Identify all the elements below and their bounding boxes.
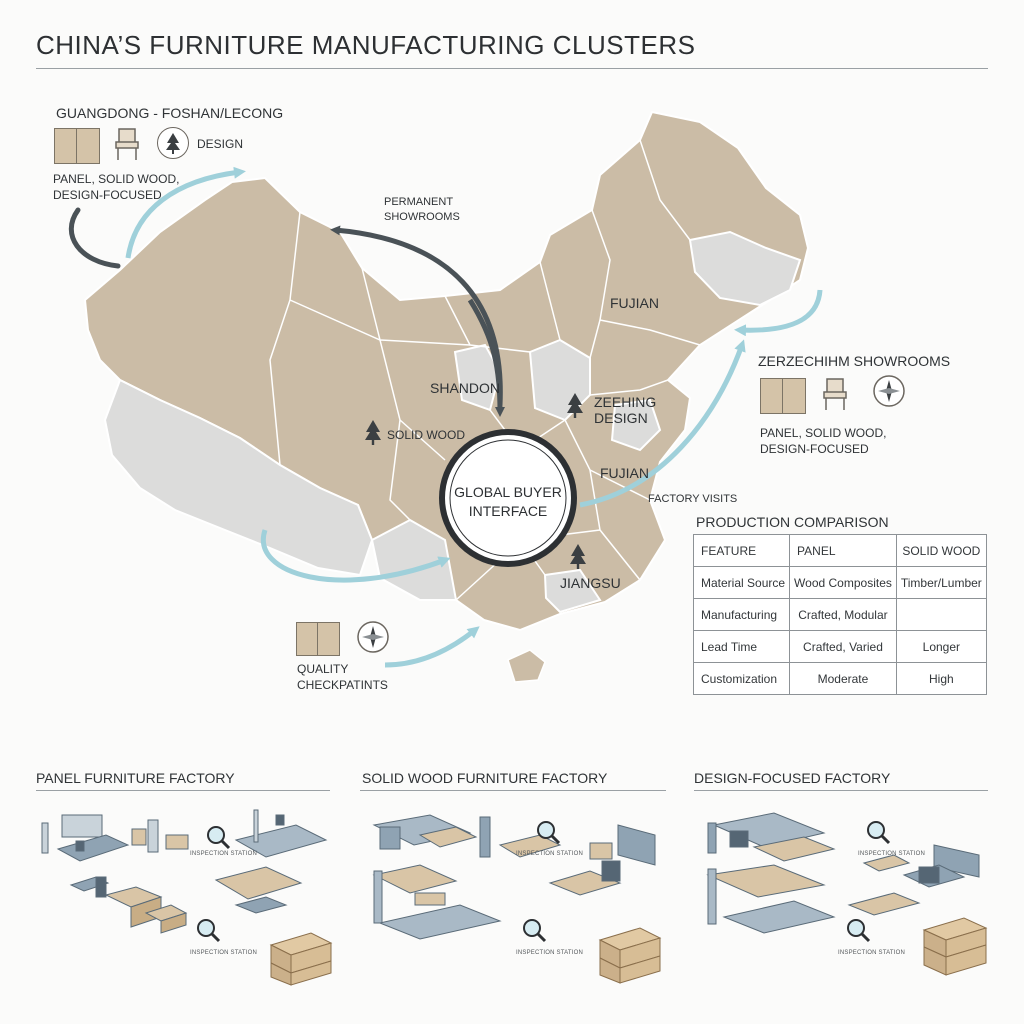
table-cell: Moderate [789, 662, 897, 695]
factory-title-design: DESIGN-FOCUSED FACTORY [694, 770, 891, 786]
page-title: CHINA’S FURNITURE MANUFACTURING CLUSTERS [36, 30, 696, 60]
solid-wood-factory-illustration [372, 814, 662, 984]
hub-label-line1: GLOBAL BUYER [454, 484, 562, 500]
permanent-label-line1: PERMANENT [384, 196, 454, 208]
right-cluster-desc-line1: PANEL, SOLID WOOD, [760, 426, 887, 440]
hub-label-line2: INTERFACE [468, 503, 548, 519]
magnifier-icon [867, 821, 891, 845]
tree-icon [570, 544, 586, 569]
table-cell: Crafted, Modular [789, 598, 897, 631]
cluster-title-right: ZERZECHIHM SHOWROOMS [758, 353, 951, 369]
panel-swatch-icon [296, 622, 340, 656]
coastal-grey-region [610, 398, 662, 452]
label-zeehing-design: DESIGN [594, 410, 648, 426]
section-divider [694, 790, 988, 791]
cluster-title-guangdong: GUANGDONG - FOSHAN/LECONG [56, 105, 284, 121]
magnifier-icon [537, 821, 561, 845]
design-factory-illustration [706, 812, 988, 976]
tree-icon [567, 393, 583, 418]
chair-icon [115, 128, 139, 160]
table-cell: Wood Composites [789, 566, 897, 599]
label-solid-wood: SOLID WOOD [387, 428, 466, 442]
table-row: Manufacturing Crafted, Modular [692, 598, 987, 631]
comparison-table: FEATURE PANEL SOLID WOOD Material Source… [692, 534, 987, 695]
table-cell: Crafted, Varied [789, 630, 897, 663]
arrow-top-left-dark [68, 207, 121, 269]
table-cell: Longer [895, 630, 987, 663]
panel-swatch-icon [54, 128, 100, 164]
table-row: Material Source Wood Composites Timber/L… [692, 566, 987, 599]
label-factory-visits: FACTORY VISITS [648, 493, 738, 505]
cluster-desc-line1: PANEL, SOLID WOOD, [53, 172, 180, 186]
design-label: DESIGN [197, 137, 244, 151]
arrow-permanent-showrooms-down [467, 298, 505, 417]
inspection-label: INSPECTION STATION [838, 950, 906, 956]
tree-icon [157, 127, 189, 159]
inspection-label: INSPECTION STATION [190, 950, 258, 956]
section-divider [36, 790, 330, 791]
arrow-factory-visits [579, 339, 746, 508]
table-cell [895, 598, 987, 631]
section-divider [360, 790, 666, 791]
compass-icon [873, 375, 905, 407]
table-cell: High [895, 662, 987, 695]
arrow-left-lower [260, 529, 451, 583]
title-divider [36, 68, 988, 69]
northeast-region [688, 230, 802, 307]
cluster-desc-line2: DESIGN-FOCUSED [53, 188, 162, 202]
permanent-label-line2: SHOWROOMS [384, 211, 460, 223]
chair-icon [823, 378, 847, 410]
table-cell: Customization [692, 662, 791, 695]
panel-swatch-icon [760, 378, 806, 414]
magnifier-icon [847, 919, 871, 943]
factory-title-panel: PANEL FURNITURE FACTORY [36, 770, 235, 786]
comparison-title: PRODUCTION COMPARISON [696, 514, 889, 530]
magnifier-icon [197, 919, 221, 943]
table-row: Lead Time Crafted, Varied Longer [692, 630, 987, 663]
factory-title-solid-wood: SOLID WOOD FURNITURE FACTORY [362, 770, 608, 786]
table-cell: Material Source [692, 566, 791, 599]
panel-factory-illustration [41, 809, 333, 986]
china-map [68, 110, 823, 683]
quality-label-line1: QUALITY [297, 662, 349, 676]
label-jiangsu: JIANGSU [560, 575, 621, 591]
table-cell: Manufacturing [692, 598, 791, 631]
right-cluster-desc-line2: DESIGN-FOCUSED [760, 442, 869, 456]
table-header-cell: FEATURE [692, 534, 791, 567]
table-cell: Lead Time [692, 630, 791, 663]
compass-icon [357, 621, 389, 653]
label-shandon: SHANDON [430, 380, 501, 396]
inspection-label: INSPECTION STATION [516, 851, 584, 857]
table-header-cell: SOLID WOOD [895, 534, 987, 567]
table-cell: Timber/Lumber [895, 566, 987, 599]
inspection-label: INSPECTION STATION [190, 851, 258, 857]
label-zeehing: ZEEHING [594, 394, 657, 410]
quality-label-line2: CHECKPATINTS [297, 678, 388, 692]
table-header-cell: PANEL [789, 534, 897, 567]
table-header-row: FEATURE PANEL SOLID WOOD [692, 534, 987, 567]
south-grey-region [543, 568, 602, 614]
magnifier-icon [523, 919, 547, 943]
hainan-island [507, 649, 546, 683]
table-row: Customization Moderate High [692, 662, 987, 695]
arrow-right-showrooms [734, 289, 823, 337]
inspection-label: INSPECTION STATION [516, 950, 584, 956]
inspection-label: INSPECTION STATION [858, 851, 926, 857]
tibet-region [103, 378, 374, 577]
global-buyer-hub [439, 429, 577, 567]
arrow-bottom-quality [384, 626, 480, 668]
magnifier-icon [207, 826, 231, 850]
arrow-top-left-light [125, 166, 246, 259]
label-fujian-north: FUJIAN [610, 295, 659, 311]
label-fujian-south: FUJIAN [600, 465, 649, 481]
hub-label: GLOBAL BUYER INTERFACE [448, 483, 568, 521]
tree-icon [365, 420, 381, 445]
